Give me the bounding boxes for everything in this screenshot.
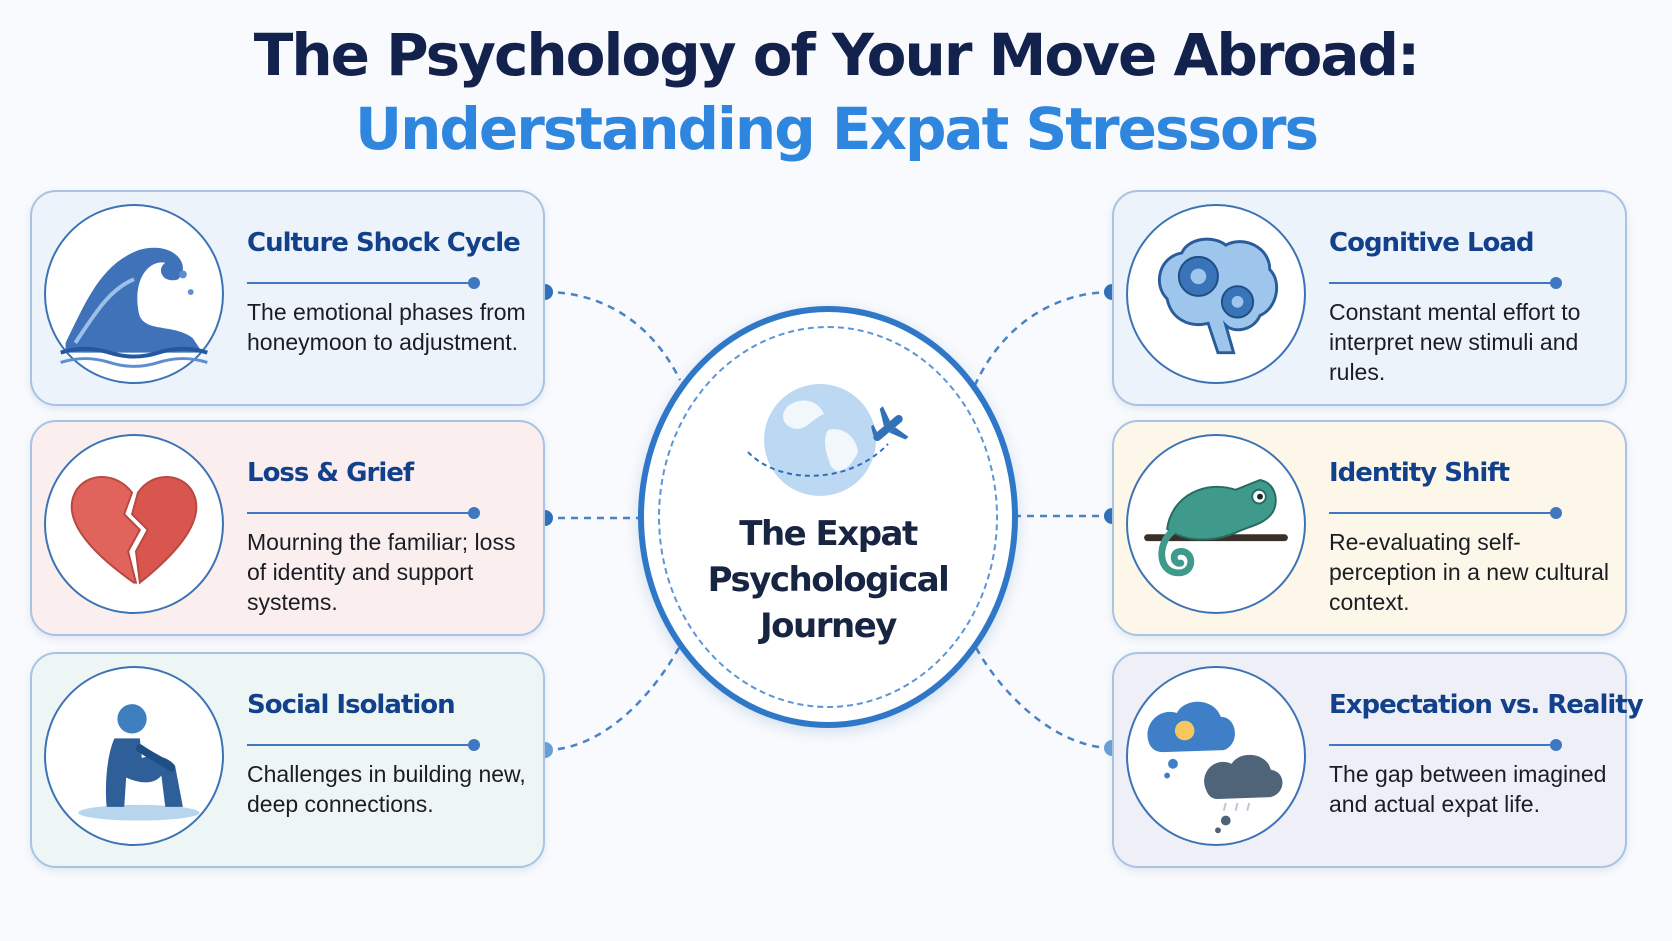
title-rule	[1329, 512, 1555, 514]
broken-heart-icon	[44, 434, 224, 614]
hub-label: The Expat Psychological Journey	[707, 514, 950, 646]
connector-left-top	[544, 290, 682, 381]
rule-dot	[1550, 277, 1562, 289]
card-cognitive-load: Cognitive Load Constant mental effort to…	[1112, 190, 1627, 406]
title-rule	[247, 512, 473, 514]
title-rule	[1329, 744, 1555, 746]
connector-right-bottom	[973, 645, 1113, 750]
hub-inner-ring	[658, 326, 998, 708]
connector-right-top	[973, 290, 1113, 386]
card-description: Re-evaluating self-perception in a new c…	[1329, 529, 1609, 615]
card-identity-shift: Identity Shift Re-evaluating self-percep…	[1112, 420, 1627, 636]
chameleon-icon	[1126, 434, 1306, 614]
card-expectation-reality: Expectation vs. Reality The gap between …	[1112, 652, 1644, 868]
card-description: Mourning the familiar; loss of identity …	[247, 529, 516, 615]
rule-dot	[468, 507, 480, 519]
card-loss-grief: Loss & Grief Mourning the familiar; loss…	[30, 420, 545, 636]
card-title: Culture Shock Cycle	[247, 228, 521, 258]
brain-gears-icon	[1126, 204, 1306, 384]
card-title: Identity Shift	[1329, 458, 1510, 488]
card-culture-shock: Culture Shock Cycle The emotional phases…	[30, 190, 545, 406]
card-title: Social Isolation	[247, 690, 456, 720]
title-rule	[247, 744, 473, 746]
globe-airplane-icon	[747, 384, 909, 496]
card-description: Challenges in building new, deep connect…	[247, 761, 526, 817]
thought-clouds-icon	[1126, 666, 1306, 846]
wave-icon	[44, 204, 224, 384]
center-hub: The Expat Psychological Journey	[638, 306, 1018, 728]
sitting-person-icon	[44, 666, 224, 846]
rule-dot	[1550, 739, 1562, 751]
connector-right-bottom-left	[544, 645, 682, 752]
card-title: Loss & Grief	[247, 458, 414, 488]
card-description: Constant mental effort to interpret new …	[1329, 299, 1581, 385]
card-description: The emotional phases from honeymoon to a…	[247, 299, 526, 355]
title-rule	[1329, 282, 1555, 284]
card-description: The gap between imagined and actual expa…	[1329, 761, 1607, 817]
rule-dot	[1550, 507, 1562, 519]
page-title: The Psychology of Your Move Abroad: Unde…	[0, 26, 1672, 158]
rule-dot	[468, 739, 480, 751]
title-line-2: Understanding Expat Stressors	[355, 95, 1319, 163]
title-line-1: The Psychology of Your Move Abroad:	[253, 21, 1420, 89]
rule-dot	[468, 277, 480, 289]
card-title: Cognitive Load	[1329, 228, 1535, 258]
card-title: Expectation vs. Reality	[1329, 690, 1644, 720]
title-rule	[247, 282, 473, 284]
card-social-isolation: Social Isolation Challenges in building …	[30, 652, 545, 868]
